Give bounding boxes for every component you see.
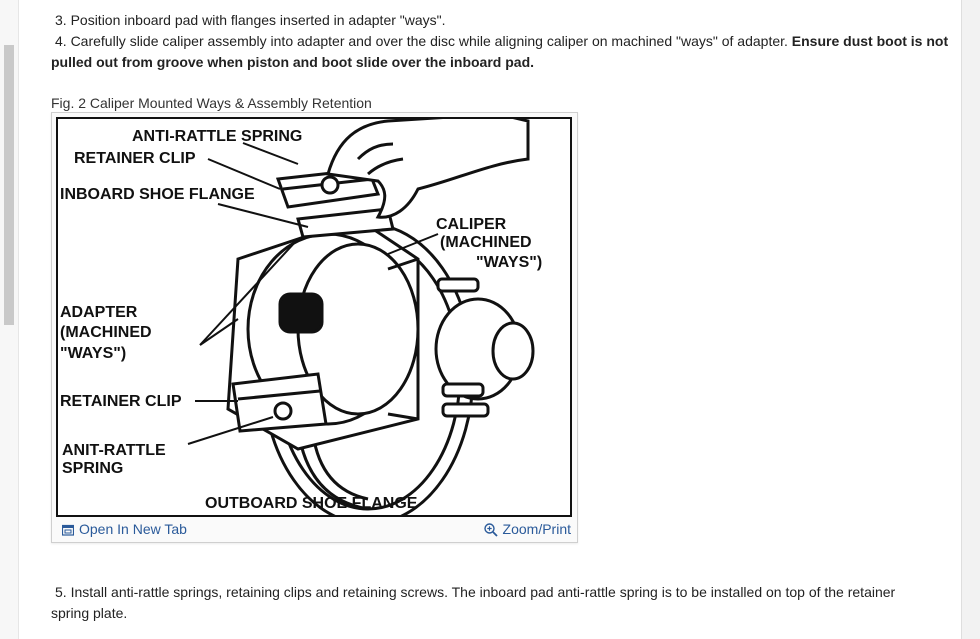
leader-lines — [187, 142, 439, 445]
step-3-text: 3. Position inboard pad with flanges ins… — [55, 12, 446, 28]
label-anti-rattle-bottom-line1: ANIT-RATTLE — [62, 442, 166, 459]
zoom-print-link[interactable]: Zoom/Print — [483, 519, 571, 540]
figure-caption: Fig. 2 Caliper Mounted Ways & Assembly R… — [51, 95, 372, 111]
label-adapter-line3: "WAYS") — [60, 345, 126, 362]
label-adapter-line1: ADAPTER — [60, 304, 138, 321]
figure-container: ANTI-RATTLE SPRING RETAINER CLIP INBOARD… — [51, 112, 578, 543]
figure-diagram[interactable]: ANTI-RATTLE SPRING RETAINER CLIP INBOARD… — [56, 117, 572, 517]
zoom-print-label: Zoom/Print — [502, 521, 571, 537]
label-retainer-clip-bottom: RETAINER CLIP — [60, 393, 182, 410]
label-inboard-shoe-flange: INBOARD SHOE FLANGE — [60, 186, 255, 203]
step-5-text: 5. Install anti-rattle springs, retainin… — [51, 582, 931, 624]
left-scrollbar-track[interactable] — [0, 0, 19, 639]
caliper-diagram-svg: ANTI-RATTLE SPRING RETAINER CLIP INBOARD… — [60, 119, 542, 515]
label-adapter-line2: (MACHINED — [60, 324, 152, 341]
label-anti-rattle-spring-top: ANTI-RATTLE SPRING — [132, 128, 302, 145]
step-4-normal: 4. Carefully slide caliper assembly into… — [55, 33, 792, 49]
left-scrollbar-thumb[interactable] — [4, 45, 14, 325]
hand-drawing — [326, 119, 530, 219]
step-4-text: 4. Carefully slide caliper assembly into… — [51, 31, 951, 73]
label-retainer-clip-top: RETAINER CLIP — [74, 150, 196, 167]
label-anti-rattle-bottom-line2: SPRING — [62, 460, 123, 477]
bottom-clip-drawing — [231, 372, 328, 433]
step-5-body: 5. Install anti-rattle springs, retainin… — [51, 584, 896, 621]
step-4-bold-warning: Ensure dust boot is not pulled out from … — [51, 33, 949, 70]
new-tab-icon — [62, 524, 74, 536]
label-caliper-line1: CALIPER — [436, 216, 507, 233]
zoom-in-icon — [483, 522, 498, 537]
open-in-new-tab-label: Open In New Tab — [79, 521, 187, 537]
label-outboard-shoe-flange: OUTBOARD SHOE FLANGE — [205, 495, 418, 512]
label-caliper-line3: "WAYS") — [476, 254, 542, 271]
label-caliper-line2: (MACHINED — [440, 234, 532, 251]
open-in-new-tab-link[interactable]: Open In New Tab — [62, 519, 187, 540]
right-scrollbar-track[interactable] — [961, 0, 980, 639]
